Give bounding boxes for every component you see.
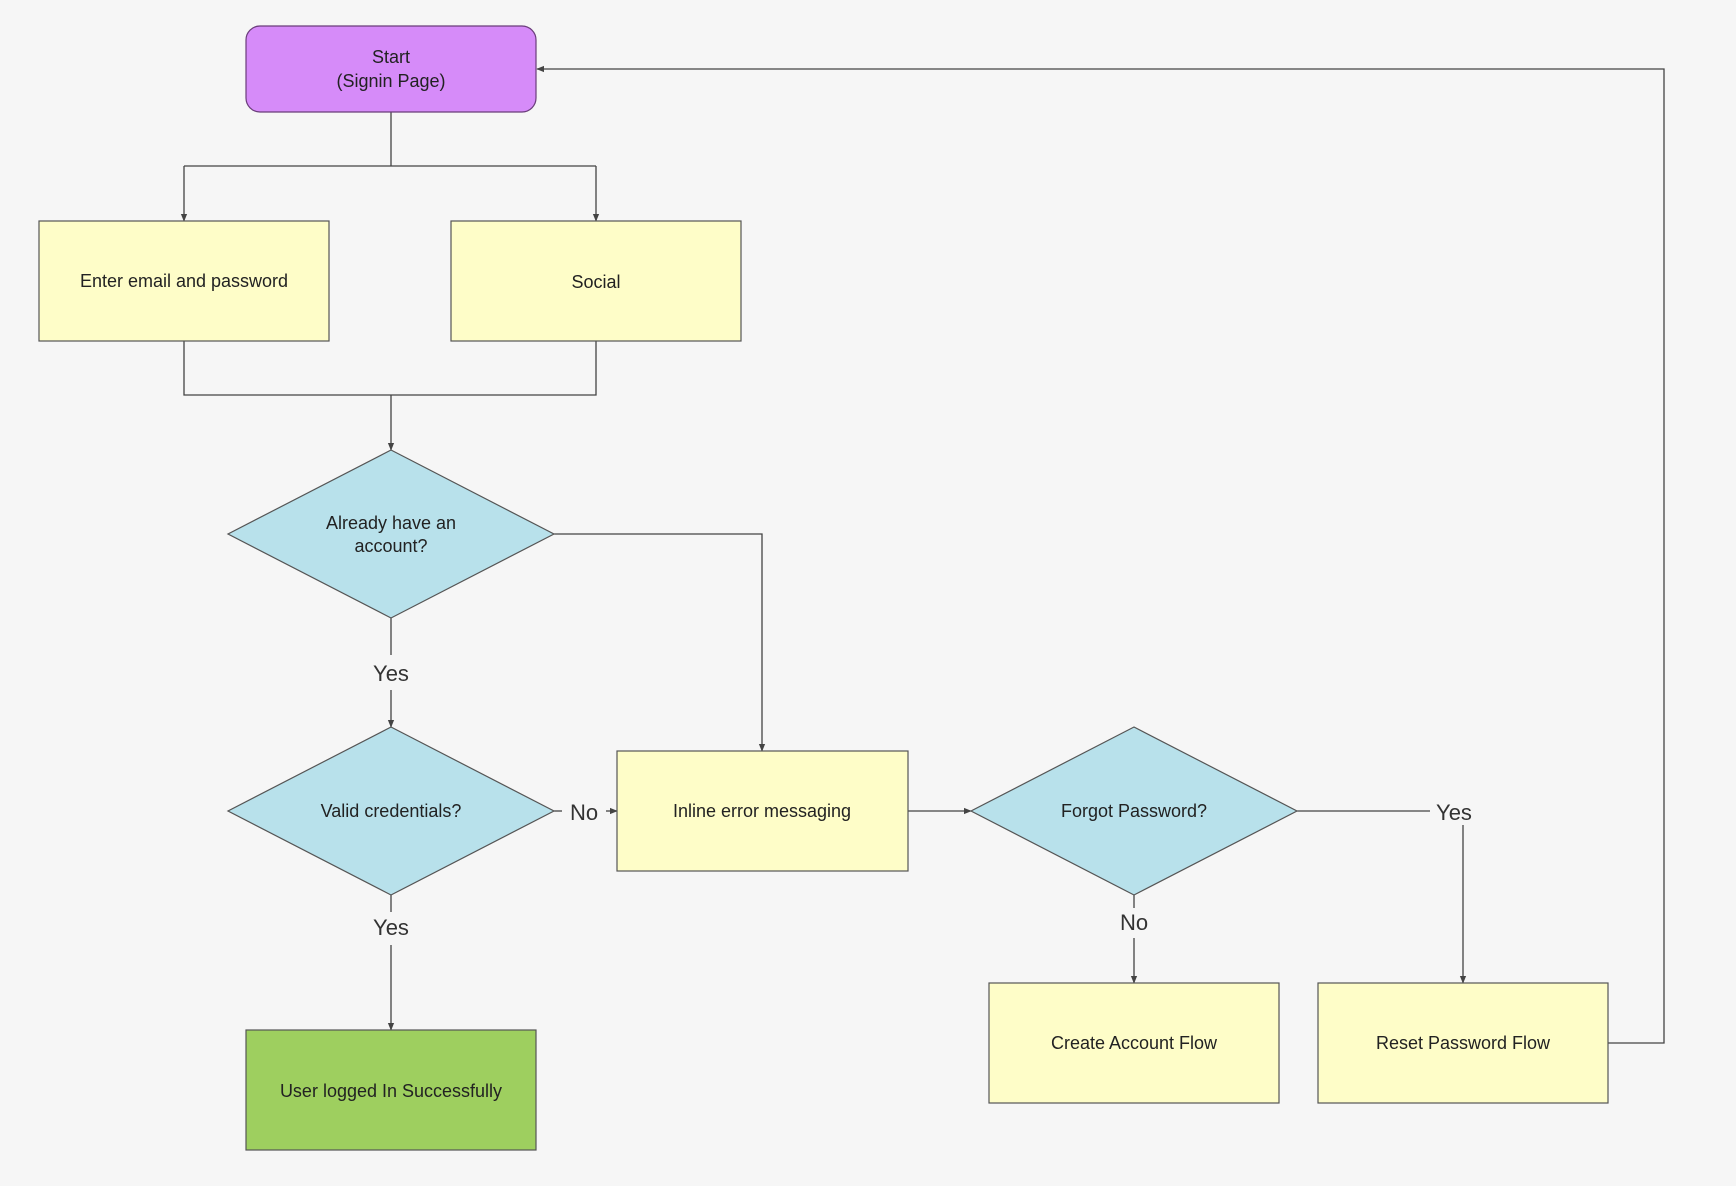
logged-in-node-shape bbox=[245, 1029, 537, 1151]
create-account-node[interactable]: Create Account Flow bbox=[988, 982, 1280, 1104]
already-account-decision-line2: account? bbox=[354, 536, 427, 556]
already-account-decision[interactable]: Already have an account? bbox=[226, 449, 556, 619]
edge-already-to-inline-error bbox=[554, 533, 766, 752]
edge-label-valid-no: No bbox=[570, 800, 598, 825]
edge-reset-to-start bbox=[536, 65, 1665, 1044]
social-node-label: Social bbox=[571, 272, 620, 292]
edges bbox=[180, 65, 1665, 1044]
edge-label-forgot-yes: Yes bbox=[1436, 800, 1472, 825]
start-node-title: Start bbox=[372, 47, 410, 67]
forgot-password-decision-label: Forgot Password? bbox=[1061, 801, 1207, 821]
already-account-decision-shape bbox=[226, 449, 556, 619]
reset-password-node-label: Reset Password Flow bbox=[1376, 1033, 1551, 1053]
social-node[interactable]: Social bbox=[450, 220, 742, 342]
valid-credentials-decision-label: Valid credentials? bbox=[321, 801, 462, 821]
logged-in-node-label: User logged In Successfully bbox=[280, 1081, 502, 1101]
forgot-password-decision-shape bbox=[969, 726, 1299, 896]
inline-error-node-shape bbox=[616, 750, 909, 872]
start-node-shape bbox=[245, 25, 537, 113]
email-password-node[interactable]: Enter email and password bbox=[38, 220, 330, 342]
valid-credentials-decision-shape bbox=[226, 726, 556, 896]
reset-password-node-shape bbox=[1317, 982, 1609, 1104]
edge-email-merge bbox=[183, 341, 597, 396]
valid-credentials-decision[interactable]: Valid credentials? bbox=[226, 726, 556, 896]
reset-password-node[interactable]: Reset Password Flow bbox=[1317, 982, 1609, 1104]
social-node-shape bbox=[450, 220, 742, 342]
create-account-node-shape bbox=[988, 982, 1280, 1104]
edge-label-valid-yes: Yes bbox=[373, 915, 409, 940]
forgot-password-decision[interactable]: Forgot Password? bbox=[969, 726, 1299, 896]
create-account-node-label: Create Account Flow bbox=[1051, 1033, 1218, 1053]
inline-error-node-label: Inline error messaging bbox=[673, 801, 851, 821]
email-password-node-label: Enter email and password bbox=[80, 271, 288, 291]
start-node-subtitle: (Signin Page) bbox=[336, 71, 445, 91]
logged-in-node[interactable]: User logged In Successfully bbox=[245, 1029, 537, 1151]
inline-error-node[interactable]: Inline error messaging bbox=[616, 750, 909, 872]
already-account-decision-line1: Already have an bbox=[326, 513, 456, 533]
start-node[interactable]: Start (Signin Page) bbox=[245, 25, 537, 113]
edge-label-already-yes: Yes bbox=[373, 661, 409, 686]
edge-label-forgot-no: No bbox=[1120, 910, 1148, 935]
email-password-node-shape bbox=[38, 220, 330, 342]
